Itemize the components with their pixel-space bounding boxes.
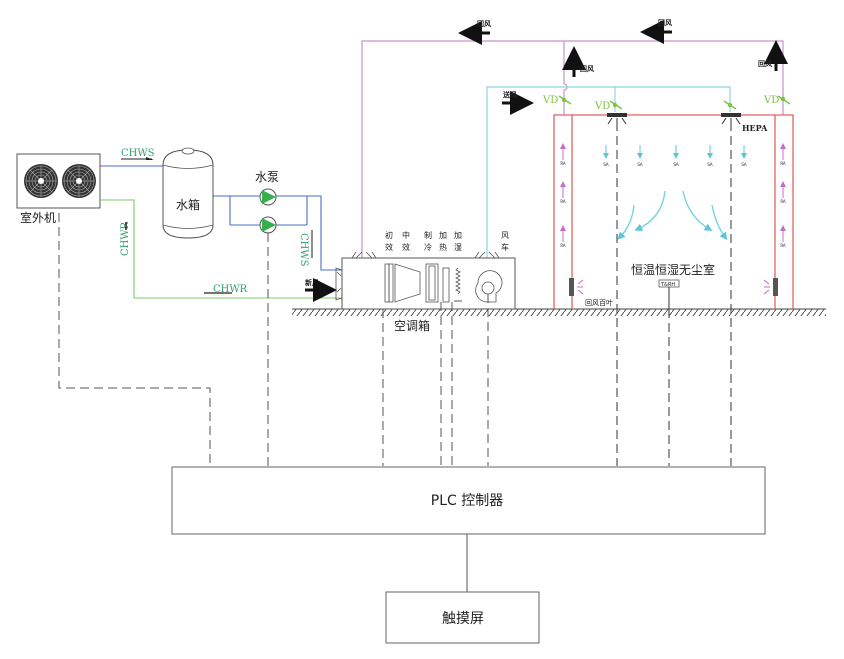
plc-controller-box [171,466,766,535]
ahu-section-label: 效 [402,242,410,252]
ahu-section-label: 效 [385,242,393,252]
outdoor-unit-label: 室外机 [20,210,56,225]
ra-label: RA [560,243,566,248]
ra-label: RA [780,161,786,166]
floor-line [292,308,826,316]
hepa-label: HEPA [742,123,768,133]
return-air-arrows: RA RA RA RA RA RA [560,143,786,248]
ahu-section-label: 冷 [424,242,432,252]
ra-label: RA [560,199,566,204]
ra-label: RA [780,243,786,248]
return-air-label-top-right: 回风 [658,18,672,27]
vd-label-4: VD [763,95,779,106]
cleanroom-walls [553,114,794,309]
chws-label-vertical: CHWS [298,233,309,267]
return-air-label-up-left: 回风 [580,64,594,73]
chwr-pipe [100,199,430,299]
outdoor-unit [16,153,101,209]
sa-label: SA [673,162,679,167]
ahu-section-label: 加 [454,230,462,240]
ahu-section-label: 车 [501,242,509,252]
vd-damper-2 [609,100,623,110]
return-louver-right [763,278,778,296]
chws-label-top: CHWS [121,148,155,159]
ahu-section-label: 加 [439,230,447,240]
sa-label: SA [637,162,643,167]
vd-damper-3 [723,100,737,110]
control-signal-lines [58,213,489,466]
cleanroom-airflow-curves [617,190,728,241]
supply-air-duct [486,86,731,258]
fresh-air-label: 新风 [305,278,319,287]
vd-label-1: VD [542,95,558,106]
fan-icon [62,164,96,198]
return-air-label-top-left: 回风 [477,19,491,28]
chwr-label-vertical: CHWR [120,221,131,256]
sa-label: SA [603,162,609,167]
ahu-section-label: 湿 [454,243,462,252]
supply-air-label: 送风 [502,90,517,99]
th-sensor-label: T&RH [660,282,675,288]
vd-label-2: VD [594,101,610,112]
supply-air-arrows: SA SA SA SA SA [603,145,747,167]
water-tank [162,147,214,239]
return-air-label-up-right: 回风 [758,59,772,68]
plc-controller-label: PLC 控制器 [431,493,503,509]
ra-label: RA [560,161,566,166]
cleanroom-sensor-lines [616,122,732,466]
touch-screen-box [385,591,540,644]
sa-label: SA [741,162,747,167]
ra-label: RA [780,199,786,204]
ahu-section-label: 风 [501,231,509,240]
water-tank-label: 水箱 [176,197,200,212]
fan-icon [24,164,58,198]
cleanroom-label: 恒温恒湿无尘室 [631,262,715,277]
vd-damper-4 [777,95,791,105]
water-pump-label: 水泵 [255,170,279,184]
hepa-filter-left [607,113,627,125]
chwr-label-bottom: CHWR [213,284,248,295]
water-pump-2 [259,216,277,234]
vd-damper-1 [558,95,572,105]
touch-screen-label: 触摸屏 [442,611,484,627]
ahu-section-label: 中 [402,230,410,240]
ahu-label: 空调箱 [394,318,430,333]
return-louver-label: 回风百叶 [585,298,613,307]
return-louver-left [569,278,584,296]
hepa-filter-right [721,113,741,125]
ahu-section-label: 初 [385,230,393,240]
water-pump-1 [259,188,277,206]
sa-label: SA [707,162,713,167]
air-handling-unit [335,251,516,310]
ahu-section-label: 制 [424,230,432,240]
ahu-section-label: 热 [439,242,447,252]
